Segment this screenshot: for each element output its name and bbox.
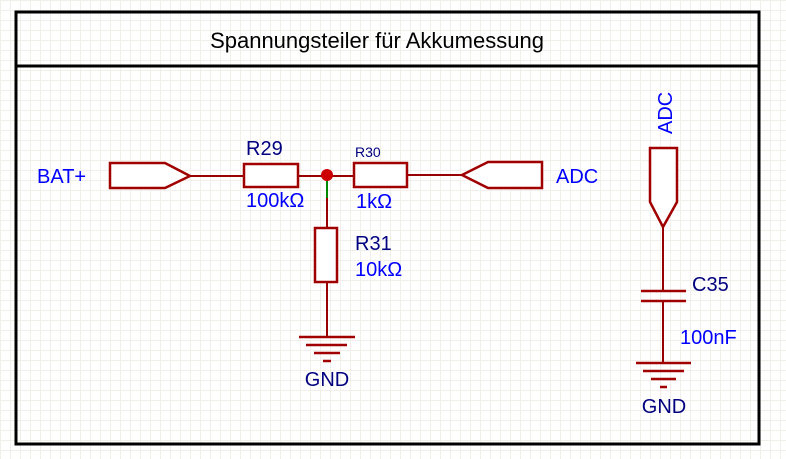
gnd-divider-label: GND — [305, 369, 349, 391]
sheet-title: Spannungsteiler für Akkumessung — [210, 28, 544, 53]
resistor-r29[interactable] — [242, 162, 300, 189]
resistor-r31[interactable] — [313, 226, 339, 284]
r30-designator: R30 — [355, 144, 381, 160]
capacitor-c35[interactable] — [641, 289, 686, 303]
r29-value: 100kΩ — [246, 190, 304, 212]
ground-symbol-divider — [299, 335, 355, 363]
r30-value: 1kΩ — [356, 191, 392, 213]
bat-plus-label: BAT+ — [37, 166, 86, 188]
adc-label: ADC — [556, 166, 598, 188]
adc-port[interactable] — [459, 160, 544, 190]
r31-value: 10kΩ — [355, 259, 402, 281]
c35-value: 100nF — [680, 327, 737, 349]
sheet-frame — [14, 10, 761, 446]
adc-cap-port[interactable] — [648, 146, 679, 230]
ground-symbol-cap — [636, 361, 691, 389]
junction-dot — [321, 169, 333, 181]
r31-designator: R31 — [355, 233, 392, 255]
r29-designator: R29 — [246, 138, 283, 160]
resistor-r30[interactable] — [352, 161, 409, 189]
adc-cap-label: ADC — [655, 92, 677, 134]
bat-plus-port[interactable] — [108, 161, 193, 190]
gnd-cap-label: GND — [642, 396, 686, 418]
c35-designator: C35 — [692, 274, 729, 296]
